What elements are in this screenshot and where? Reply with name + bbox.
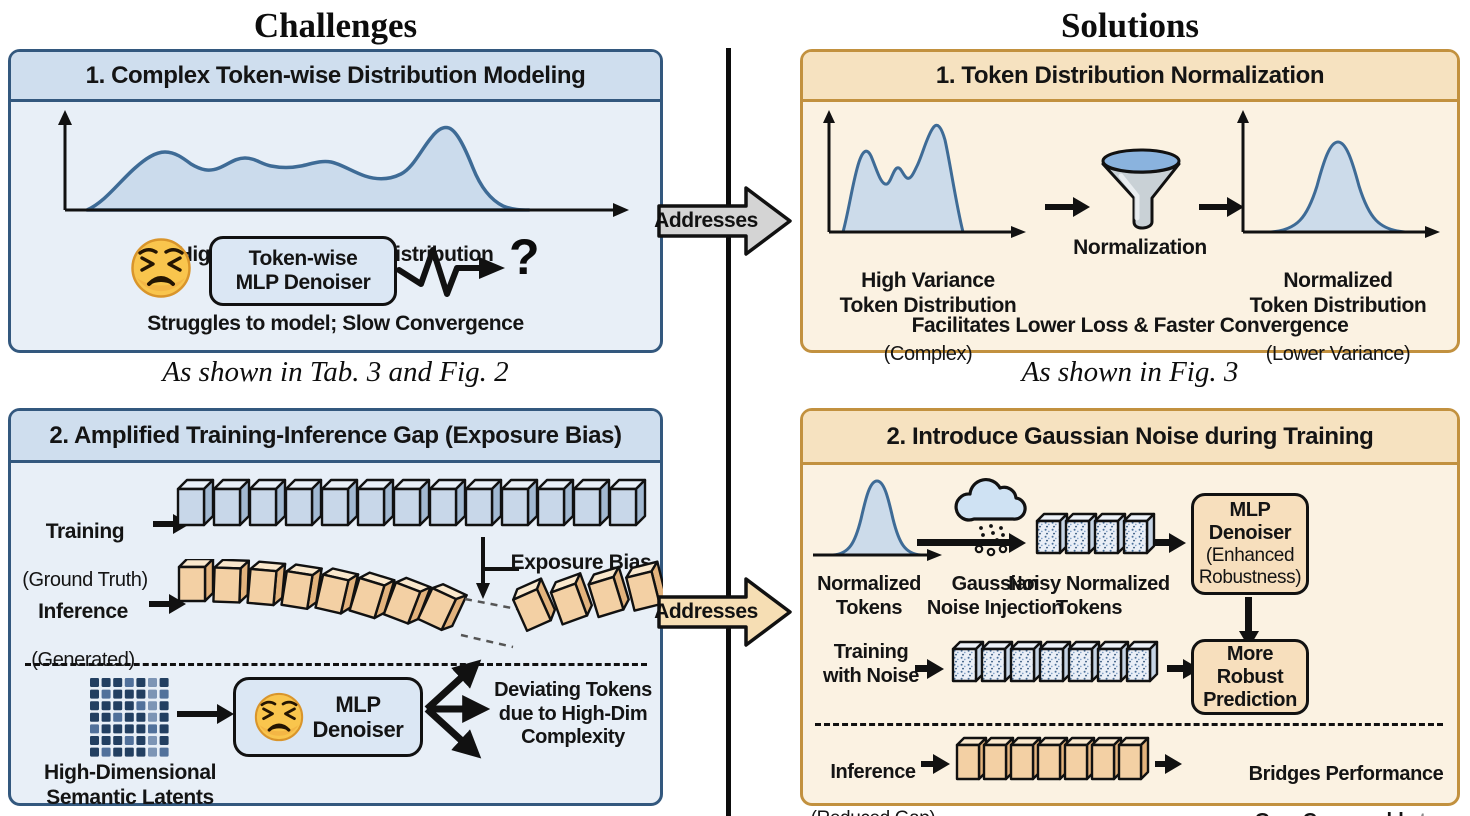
training-noise-arrow [915, 665, 929, 672]
block-arrow-icon-top [657, 186, 792, 256]
normalized-tokens-plot [813, 479, 942, 561]
latents-arrow [177, 711, 219, 717]
to-bridges-arrow [1155, 761, 1167, 767]
fanout-arrows [424, 659, 491, 759]
exposure-bias-connector [476, 537, 519, 599]
deviating-note: Deviating Tokens due to High-Dim Complex… [494, 679, 652, 749]
benefit-note: Facilitates Lower Loss & Faster Converge… [911, 314, 1349, 337]
latents-label: High-Dimensional Semantic Latents [43, 761, 217, 809]
normalized-distribution-label: Normalized Token Distribution (Lower Var… [1249, 268, 1427, 366]
inference-reduced-label: Inference (Reduced Gap) [811, 760, 936, 816]
complex-distribution-plot [823, 110, 1026, 238]
training-arrow [153, 521, 175, 527]
training-with-noise-label: Training with Noise [822, 641, 919, 687]
inference-arrow [149, 601, 171, 607]
funnel-icon [1101, 148, 1181, 230]
question-mark: ? [509, 229, 540, 285]
panel-solution-1: 1. Token Distribution Normalization High… [800, 49, 1460, 365]
to-funnel-arrow [1045, 204, 1075, 210]
mlp-denoiser-enhanced-box: MLP Denoiser (Enhanced Robustness) [1191, 493, 1309, 595]
addresses-top-label: Addresses [654, 209, 758, 232]
mlp-box-title: MLP Denoiser [1208, 499, 1292, 545]
inference-token-row [177, 559, 663, 649]
caption-solution: As shown in Fig. 3 [1021, 356, 1239, 388]
more-robust-prediction-box: More Robust Prediction [1191, 639, 1309, 715]
training-token-row [176, 478, 647, 527]
to-robust-arrow [1167, 665, 1185, 672]
block-arrow-icon-bottom [657, 577, 792, 647]
noisy-tokens-label: Noisy Normalized Tokens [1008, 573, 1170, 619]
solution-2-title: 2. Introduce Gaussian Noise during Train… [803, 411, 1457, 465]
normalized-distribution-plot [1237, 110, 1440, 238]
panel-solution-2: 2. Introduce Gaussian Noise during Train… [800, 408, 1460, 816]
gaussian-noise-label: Gaussian Noise Injection [926, 573, 1064, 619]
caption-challenge: As shown in Tab. 3 and Fig. 2 [162, 356, 509, 388]
complex-distribution-label: High Variance Token Distribution (Comple… [839, 268, 1017, 366]
challenge-2-dashed-divider [25, 663, 647, 666]
solution-2-dashed-divider [815, 723, 1443, 726]
mlp-down-arrow [1245, 597, 1252, 633]
addresses-bottom-label: Addresses [654, 600, 758, 623]
normalization-label: Normalization [1073, 236, 1207, 259]
addresses-arrow-bottom: Addresses [654, 574, 794, 650]
high-variance-distribution-plot [58, 110, 629, 217]
bridges-note: Bridges Performance Gap, Comparable to V… [1248, 762, 1444, 816]
center-divider [726, 48, 731, 816]
struggle-note: Struggles to model; Slow Convergence [147, 312, 524, 335]
to-mlp-arrow [1155, 539, 1171, 546]
weary-face-icon [131, 238, 191, 298]
column-header-challenges: Challenges [253, 6, 418, 45]
inference-solution-arrow [921, 761, 935, 767]
from-funnel-arrow [1199, 204, 1229, 210]
solution-1-title: 1. Token Distribution Normalization [803, 52, 1457, 102]
normalized-tokens-label: Normalized Tokens [817, 573, 921, 619]
noise-injection-arrow [917, 539, 1011, 546]
weary-face-icon-2 [254, 692, 303, 742]
addresses-arrow-top: Addresses [654, 183, 794, 259]
noisy-token-row-2 [951, 640, 1159, 683]
noisy-token-row-1 [1035, 512, 1156, 555]
column-header-solutions: Solutions [1060, 6, 1200, 45]
challenge-1-title: 1. Complex Token-wise Distribution Model… [11, 52, 660, 102]
inference-token-row-solution [955, 736, 1150, 781]
training-label: Training (Ground Truth) [22, 519, 148, 592]
challenge-2-title: 2. Amplified Training-Inference Gap (Exp… [11, 411, 660, 463]
mlp-denoiser-box-label: MLP Denoiser [312, 691, 404, 742]
panel-challenge-1: 1. Complex Token-wise Distribution Model… [8, 49, 663, 353]
semantic-latents-grid [90, 678, 169, 757]
mlp-denoiser-box: MLP Denoiser [233, 677, 423, 757]
panel-challenge-2: 2. Amplified Training-Inference Gap (Exp… [8, 408, 663, 809]
zigzag-arrow-icon [397, 247, 505, 297]
tokenwise-mlp-denoiser-box: Token-wise MLP Denoiser [209, 236, 397, 306]
mlp-box-note: (Enhanced Robustness) [1198, 545, 1302, 588]
